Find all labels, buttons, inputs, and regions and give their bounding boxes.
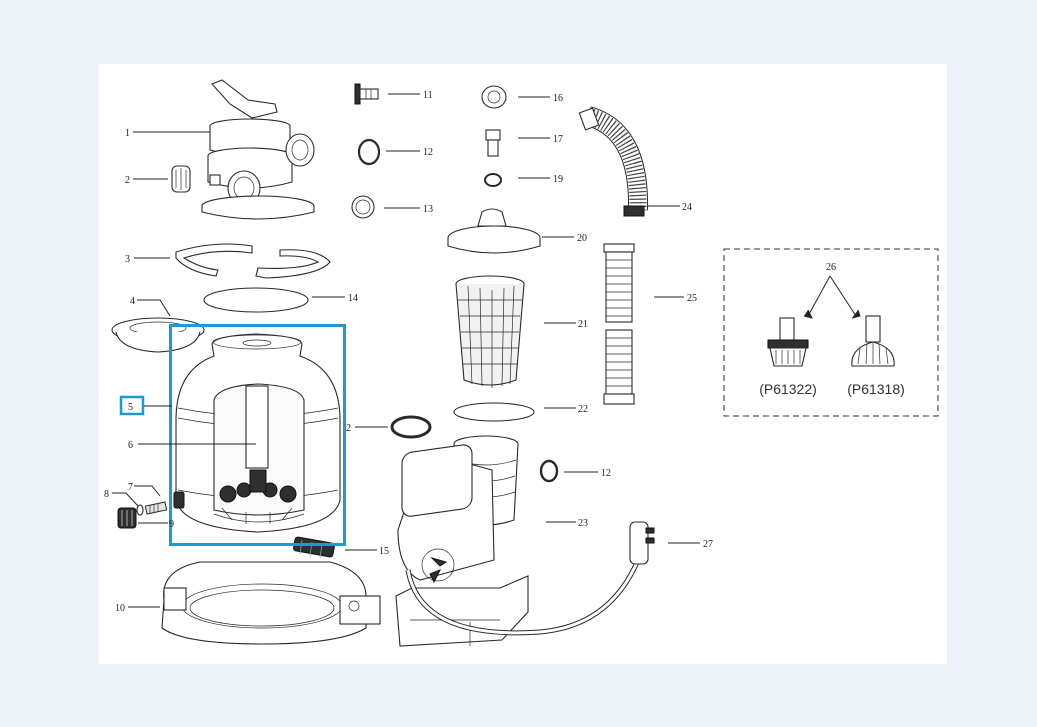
multiport-valve-part: [201, 79, 315, 220]
valve-insert-part: [485, 129, 501, 157]
washer-part: [357, 138, 381, 166]
hose-connector-part: [293, 536, 335, 559]
parts-diagram-sheet: (P61322) (P61318) 1 2 3 4 5 6 7 8 9 10 1…: [99, 64, 947, 664]
filter-base-part: [161, 561, 381, 645]
callout-23: 23: [578, 518, 588, 529]
pump-lid-part: [447, 208, 541, 254]
callout-12: 12: [423, 147, 433, 158]
cap-part: [351, 195, 375, 219]
callout-22: 22: [578, 404, 588, 415]
callout-12b: 12: [601, 468, 611, 479]
gasket-part: [390, 415, 432, 439]
callout-14: 14: [348, 293, 358, 304]
callout-5-box: [119, 395, 145, 416]
callout-15: 15: [379, 546, 389, 557]
union-nut-part: [481, 85, 507, 109]
callout-2: 2: [125, 175, 130, 186]
power-cord-part: [405, 521, 655, 636]
callout-24: 24: [682, 202, 692, 213]
callout-1: 1: [125, 128, 130, 139]
variant-right-code: (P61318): [847, 381, 905, 397]
callout-19: 19: [553, 174, 563, 185]
callout-3: 3: [125, 254, 130, 265]
hose-clip-part: [484, 173, 502, 187]
pressure-gauge-part: [171, 165, 191, 193]
callout-10: 10: [115, 603, 125, 614]
callout-11: 11: [423, 90, 433, 101]
variant-left-code: (P61322): [759, 381, 817, 397]
callout-17: 17: [553, 134, 563, 145]
callout-21: 21: [578, 319, 588, 330]
callout-13: 13: [423, 204, 433, 215]
callout-27: 27: [703, 539, 713, 550]
drain-assembly-part: [117, 501, 168, 529]
callout-9: 9: [169, 519, 174, 530]
o-ring-part: [203, 287, 309, 313]
clamp-part: [175, 243, 331, 279]
callout-7: 7: [128, 482, 133, 493]
callout-8: 8: [104, 489, 109, 500]
callout-26: 26: [826, 262, 836, 273]
callout-5: 5: [128, 402, 133, 413]
pump-part: [395, 435, 529, 647]
pump-washer-part: [539, 459, 559, 483]
callout-25: 25: [687, 293, 697, 304]
sand-tank-part: [173, 333, 341, 533]
callout-20: 20: [577, 233, 587, 244]
callout-16: 16: [553, 93, 563, 104]
strainer-basket-part: [455, 275, 525, 388]
hose-elbow-part: [578, 106, 649, 217]
callouts: 1 2 3 4 5 6 7 8 9 10 11 12 13 14 15 2: [104, 90, 836, 614]
pump-o-ring-part: [453, 402, 535, 422]
callout-6: 6: [128, 440, 133, 451]
bulkhead-fitting-part: [354, 83, 379, 105]
variant-panel: (P61322) (P61318): [723, 248, 939, 417]
tank-highlight-box: [169, 324, 346, 546]
tank-lid-part: [111, 317, 205, 353]
callout-2b: 2: [346, 423, 351, 434]
callout-4: 4: [130, 296, 135, 307]
hose-part: [603, 243, 635, 405]
